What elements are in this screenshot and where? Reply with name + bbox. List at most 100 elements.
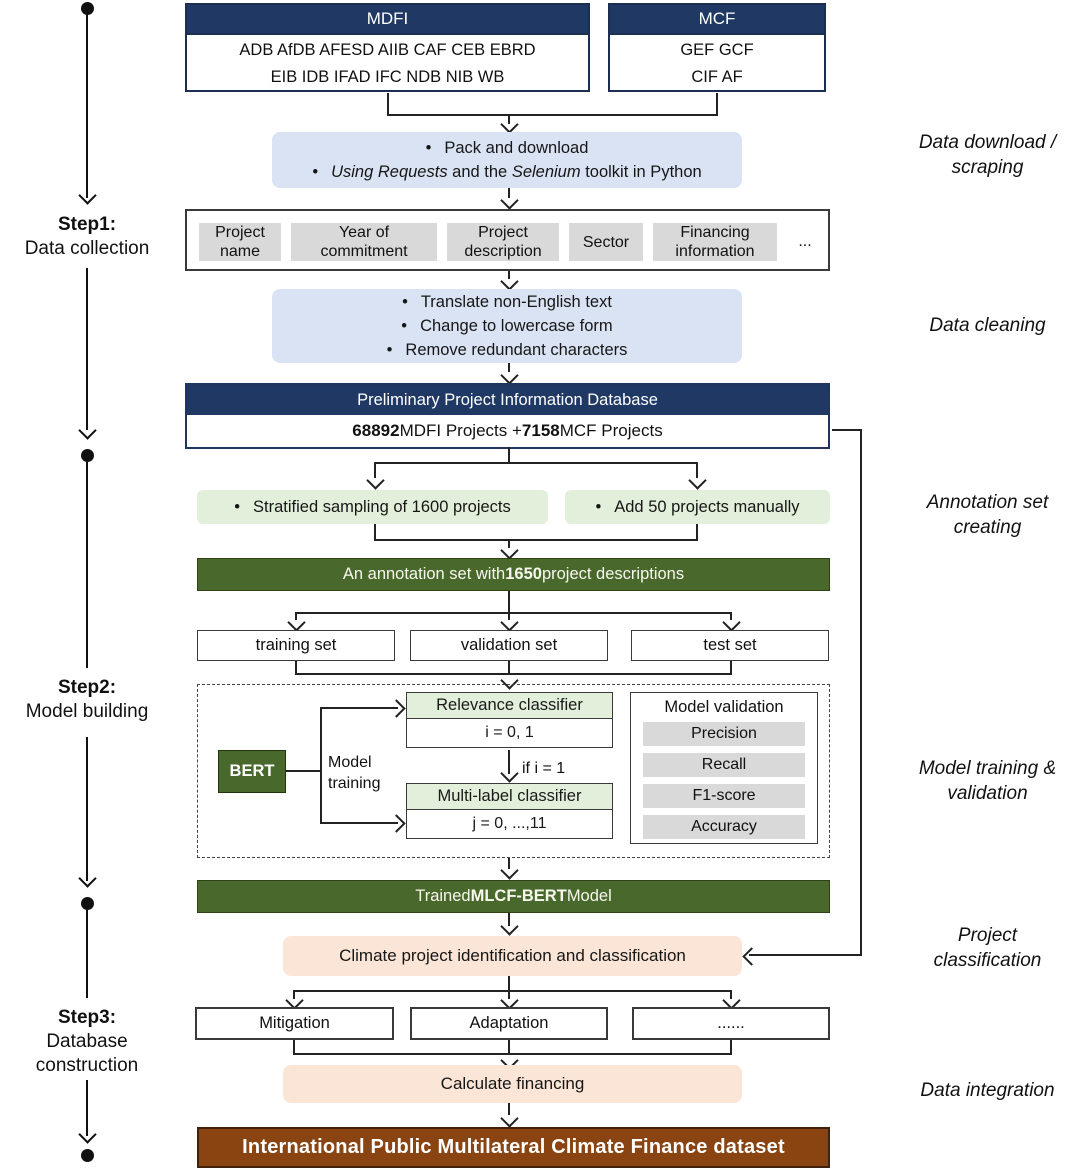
cleaning-bullet: Translate non-English text bbox=[420, 293, 612, 311]
flow-line bbox=[387, 93, 389, 114]
flow-line bbox=[286, 770, 320, 772]
phase-label-data-integration: Data integration bbox=[920, 1080, 1055, 1101]
flow-line bbox=[730, 612, 732, 620]
arrow-down-icon bbox=[500, 917, 519, 936]
mcf-header: MCF bbox=[610, 5, 824, 35]
step1-subtitle: Data collection bbox=[24, 238, 150, 259]
database-title: Preliminary Project Information Database bbox=[187, 385, 828, 415]
flow-line bbox=[295, 661, 297, 673]
condition-label: if i = 1 bbox=[522, 760, 566, 777]
relevance-classifier-box: Relevance classifier i = 0, 1 bbox=[406, 692, 613, 748]
flow-line bbox=[295, 673, 732, 675]
arrow-down-icon bbox=[500, 115, 519, 134]
step2-label: Step2: Model building bbox=[7, 676, 167, 724]
model-validation-title: Model validation bbox=[664, 698, 784, 716]
trained-model-bar: Trained MLCF-BERT Model bbox=[197, 880, 830, 913]
mitigation-box: Mitigation bbox=[195, 1007, 394, 1040]
timeline-line bbox=[86, 462, 88, 668]
mcf-box: MCF GEF GCF CIF AF bbox=[608, 3, 826, 92]
flow-line bbox=[508, 591, 510, 612]
flow-line bbox=[295, 612, 731, 614]
flow-line bbox=[749, 954, 860, 956]
timeline-line bbox=[86, 910, 88, 998]
flow-line bbox=[387, 114, 718, 116]
step3-label: Step3: Database construction bbox=[7, 1006, 167, 1078]
flow-line bbox=[696, 462, 698, 478]
relevance-classifier-title: Relevance classifier bbox=[406, 692, 613, 719]
flow-line bbox=[508, 990, 510, 999]
flow-line bbox=[508, 188, 510, 198]
timeline-line bbox=[86, 737, 88, 881]
metric-chip: Precision bbox=[643, 722, 805, 746]
timeline-line bbox=[86, 268, 88, 430]
flow-line bbox=[320, 707, 398, 709]
arrow-down-icon bbox=[500, 272, 519, 291]
flow-line bbox=[508, 539, 510, 548]
bullet-icon: • bbox=[595, 498, 602, 516]
flow-line bbox=[293, 990, 731, 992]
arrow-down-icon bbox=[688, 471, 707, 490]
flow-line bbox=[508, 1040, 510, 1053]
stratified-sampling-box: •Stratified sampling of 1600 projects bbox=[197, 490, 548, 524]
flow-line bbox=[374, 524, 376, 539]
classification-box: Climate project identification and class… bbox=[283, 936, 742, 976]
cleaning-box: •Translate non-English text •Change to l… bbox=[272, 289, 742, 363]
arrow-down-icon bbox=[78, 869, 97, 888]
flow-line bbox=[508, 447, 510, 462]
flow-line bbox=[832, 429, 860, 431]
database-counts: 68892 MDFI Projects + 7158 MCF Projects bbox=[352, 421, 663, 440]
annotation-set-bar: An annotation set with 1650 project desc… bbox=[197, 558, 830, 591]
flow-line bbox=[860, 429, 862, 956]
arrow-left-icon bbox=[742, 947, 761, 966]
arrow-down-icon bbox=[78, 1125, 97, 1144]
cleaning-bullet: Remove redundant characters bbox=[405, 341, 628, 359]
arrow-down-icon bbox=[500, 613, 519, 632]
step3-subtitle: Database construction bbox=[35, 1031, 139, 1076]
bullet-icon: • bbox=[234, 498, 241, 516]
final-dataset-bar: International Public Multilateral Climat… bbox=[197, 1127, 830, 1168]
other-category-box: ...... bbox=[632, 1007, 830, 1040]
mdfi-header: MDFI bbox=[187, 5, 588, 35]
multilabel-classifier-title: Multi-label classifier bbox=[406, 783, 613, 810]
phase-label-data-download: Data download / scraping bbox=[918, 132, 1057, 178]
phase-label-data-cleaning: Data cleaning bbox=[929, 315, 1046, 336]
bullet-icon: • bbox=[401, 317, 408, 335]
flow-line bbox=[730, 990, 732, 999]
download-bullet-2: •Using Requests and the Selenium toolkit… bbox=[272, 160, 742, 184]
flow-line bbox=[320, 822, 398, 824]
timeline-line bbox=[86, 1080, 88, 1136]
flow-line bbox=[320, 707, 322, 824]
arrow-down-icon bbox=[500, 861, 519, 880]
bullet-icon: • bbox=[312, 163, 319, 181]
arrow-down-icon bbox=[366, 471, 385, 490]
flow-line bbox=[508, 1103, 510, 1115]
arrow-down-icon bbox=[78, 421, 97, 440]
arrow-down-icon bbox=[287, 613, 306, 632]
mcf-body: GEF GCF CIF AF bbox=[680, 41, 754, 86]
step1-label: Step1: Data collection bbox=[7, 213, 167, 261]
timeline-dot bbox=[81, 1149, 94, 1162]
flow-line bbox=[508, 858, 510, 869]
flow-line bbox=[293, 1053, 732, 1055]
flow-line bbox=[374, 539, 698, 541]
calculate-financing-box: Calculate financing bbox=[283, 1065, 742, 1103]
flow-line bbox=[508, 661, 510, 673]
flow-line bbox=[508, 363, 510, 372]
flow-line bbox=[293, 990, 295, 999]
flow-line bbox=[508, 114, 510, 124]
adaptation-box: Adaptation bbox=[410, 1007, 608, 1040]
flow-line bbox=[295, 612, 297, 620]
flow-line bbox=[508, 271, 510, 279]
metric-chip: Accuracy bbox=[643, 815, 805, 839]
flow-line bbox=[730, 661, 732, 673]
mdfi-box: MDFI ADB AfDB AFESD AIIB CAF CEB EBRD EI… bbox=[185, 3, 590, 92]
phase-label-project-classification: Project classification bbox=[933, 925, 1042, 971]
bullet-icon: • bbox=[425, 139, 432, 157]
timeline-line bbox=[86, 14, 88, 198]
arrow-down-icon bbox=[500, 541, 519, 560]
metric-chip: F1-score bbox=[643, 784, 805, 808]
validation-set-box: validation set bbox=[410, 630, 608, 661]
relevance-classifier-value: i = 0, 1 bbox=[406, 719, 613, 748]
cleaning-bullet: Change to lowercase form bbox=[420, 317, 613, 335]
model-building-container bbox=[197, 684, 830, 858]
